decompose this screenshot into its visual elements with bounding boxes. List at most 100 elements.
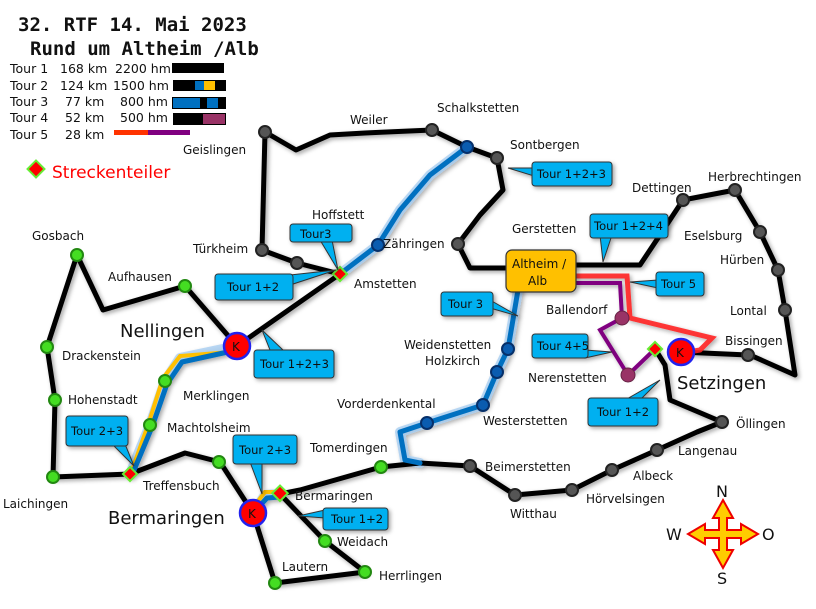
svg-text:Gerstetten: Gerstetten [512, 222, 576, 236]
callout-amstetten: Tour 1+2 [214, 269, 337, 301]
svg-text:S: S [717, 569, 727, 588]
callouts: Tour 1+2+3 Tour3 Tour 1+2 Tour 1+2+4 Tou… [65, 161, 705, 531]
svg-text:Tour 1+2+4: Tour 1+2+4 [593, 219, 663, 233]
svg-text:Türkheim: Türkheim [192, 242, 248, 256]
svg-text:K: K [676, 346, 685, 360]
svg-text:Bissingen: Bissingen [725, 334, 783, 348]
legend-row-tour1: Tour 1 168 km 2200 hm [9, 61, 224, 76]
svg-text:Gosbach: Gosbach [32, 229, 84, 243]
svg-text:Witthau: Witthau [510, 507, 557, 521]
svg-text:N: N [716, 482, 728, 501]
svg-text:124 km: 124 km [60, 78, 107, 93]
callout-tour5: Tour 5 [629, 271, 705, 297]
svg-text:Tour 5: Tour 5 [9, 127, 48, 142]
svg-text:K: K [248, 507, 257, 521]
svg-text:Ballendorf: Ballendorf [546, 303, 608, 317]
svg-text:Vorderdenkental: Vorderdenkental [337, 397, 436, 411]
svg-text:Tour 3: Tour 3 [9, 94, 48, 109]
svg-text:Hörvelsingen: Hörvelsingen [586, 492, 665, 506]
callout-bermaringen: Tour 2+3 [232, 434, 298, 495]
svg-text:Tour 1: Tour 1 [9, 61, 48, 76]
control-nellingen: K [222, 331, 252, 361]
tour3-route [129, 144, 521, 516]
svg-text:Tour 1+2: Tour 1+2 [330, 512, 383, 526]
svg-text:Drackenstein: Drackenstein [62, 349, 141, 363]
divider-treffensbuch [121, 465, 139, 483]
svg-text:Lautern: Lautern [282, 560, 328, 574]
place-labels: Geislingen Weiler Schalkstetten Sontberg… [3, 101, 801, 583]
svg-text:Bermaringen: Bermaringen [295, 489, 373, 503]
callout-gerstetten: Tour 1+2+4 [589, 213, 669, 263]
svg-text:Öllingen: Öllingen [736, 415, 786, 431]
svg-text:Tour 4: Tour 4 [9, 110, 48, 125]
svg-text:Streckenteiler: Streckenteiler [52, 163, 170, 183]
svg-text:O: O [762, 525, 775, 544]
svg-text:Weidenstetten: Weidenstetten [404, 338, 491, 352]
svg-text:1500 hm: 1500 hm [113, 78, 169, 93]
svg-text:K: K [232, 340, 241, 354]
svg-text:Eselsburg: Eselsburg [684, 229, 742, 243]
label-bermaringen-control: Bermaringen [108, 508, 225, 529]
divider-bermaringen [270, 484, 290, 503]
svg-text:Geislingen: Geislingen [183, 143, 246, 157]
svg-text:Westerstetten: Westerstetten [483, 414, 568, 428]
svg-text:Weiler: Weiler [350, 113, 388, 127]
svg-text:Hoffstett: Hoffstett [312, 208, 365, 222]
svg-text:Langenau: Langenau [678, 444, 737, 458]
svg-text:Sontbergen: Sontbergen [510, 138, 580, 152]
svg-text:Altheim /: Altheim / [512, 257, 567, 271]
callout-tour3: Tour 3 [440, 291, 519, 317]
callout-hoffstett: Tour3 [289, 223, 353, 271]
start-altheim[interactable]: Altheim / Alb [505, 249, 577, 293]
svg-text:Dettingen: Dettingen [632, 181, 692, 195]
svg-text:Tour 1+2+3: Tour 1+2+3 [536, 167, 606, 181]
svg-text:52 km: 52 km [65, 110, 104, 125]
callout-tour45: Tour 4+5 [531, 333, 613, 359]
svg-text:Weidach: Weidach [337, 535, 388, 549]
svg-text:Tour 1+2: Tour 1+2 [226, 280, 279, 294]
svg-text:Amstetten: Amstetten [354, 277, 417, 291]
svg-text:Zähringen: Zähringen [383, 237, 445, 251]
svg-text:Tour 1+2+3: Tour 1+2+3 [259, 357, 329, 371]
svg-text:Herrlingen: Herrlingen [379, 569, 442, 583]
tour5-purple-route [575, 281, 657, 379]
callout-sontbergen: Tour 1+2+3 [507, 161, 613, 187]
callout-treffensbuch: Tour 2+3 [65, 415, 135, 467]
svg-text:Merklingen: Merklingen [183, 389, 250, 403]
control-setzingen: K [666, 337, 696, 367]
map-title: 32. RTF 14. Mai 2023 [18, 14, 247, 36]
control-bermaringen: K [238, 498, 268, 528]
svg-text:Lontal: Lontal [730, 304, 767, 318]
svg-text:Laichingen: Laichingen [3, 497, 68, 511]
map-subtitle: Rund um Altheim /Alb [30, 38, 259, 60]
waypoints [40, 123, 792, 590]
svg-text:800 hm: 800 hm [120, 94, 168, 109]
svg-text:Holzkirch: Holzkirch [425, 354, 480, 368]
svg-text:Hürben: Hürben [720, 253, 764, 267]
label-nellingen: Nellingen [120, 321, 205, 342]
svg-text:Schalkstetten: Schalkstetten [437, 101, 519, 115]
divider-setzingen [646, 340, 664, 358]
svg-text:Aufhausen: Aufhausen [108, 270, 172, 284]
label-setzingen: Setzingen [677, 373, 766, 394]
svg-text:Tour 4+5: Tour 4+5 [536, 339, 589, 353]
compass-rose: N S W O [666, 482, 775, 588]
callout-setzingen: Tour 1+2 [587, 379, 661, 427]
callout-nellingen: Tour 1+2+3 [253, 329, 335, 379]
svg-text:Albeck: Albeck [633, 469, 673, 483]
svg-text:Tour 1+2: Tour 1+2 [596, 405, 649, 419]
svg-text:Tomerdingen: Tomerdingen [309, 441, 388, 455]
svg-text:Hohenstadt: Hohenstadt [68, 393, 138, 407]
svg-text:Nerenstetten: Nerenstetten [528, 371, 607, 385]
svg-text:Tour 2+3: Tour 2+3 [70, 424, 123, 438]
svg-text:2200 hm: 2200 hm [115, 61, 171, 76]
svg-text:Treffensbuch: Treffensbuch [142, 479, 220, 493]
svg-text:168 km: 168 km [60, 61, 107, 76]
